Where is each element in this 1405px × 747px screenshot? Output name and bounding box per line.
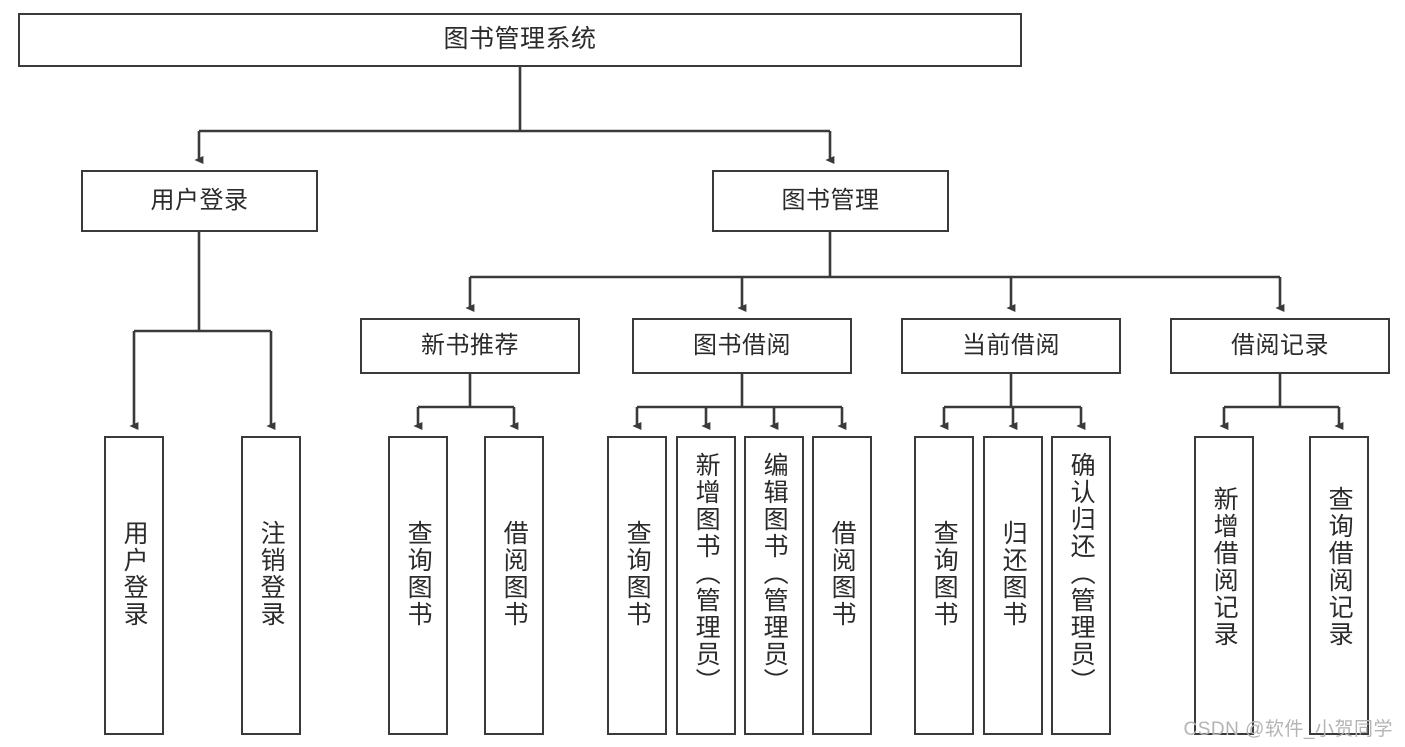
node-book-borrow[interactable]: 图书借阅 [632,318,852,374]
node-root[interactable]: 图书管理系统 [18,13,1022,67]
node-leaf-query-book-1[interactable]: 查询图书 [388,436,448,735]
node-leaf-return-book-label: 归还图书 [999,520,1028,628]
node-current-borrow[interactable]: 当前借阅 [901,318,1121,374]
node-leaf-query-book-3[interactable]: 查询图书 [914,436,974,735]
node-leaf-user-login-label: 用户登录 [120,520,149,628]
watermark-text: CSDN @软件_小贺同学 [1183,719,1393,740]
node-leaf-query-book-2-label: 查询图书 [623,520,652,628]
node-leaf-edit-book-label: 编辑图书（管理员） [760,452,789,695]
node-leaf-user-logout-label: 注销登录 [257,520,286,628]
node-leaf-query-book-1-label: 查询图书 [404,520,433,628]
node-leaf-borrow-book-2-label: 借阅图书 [828,520,857,628]
node-leaf-query-book-2[interactable]: 查询图书 [607,436,667,735]
node-leaf-add-borrow-record-label: 新增借阅记录 [1210,486,1239,648]
node-leaf-user-login[interactable]: 用户登录 [104,436,164,735]
node-book-borrow-label: 图书借阅 [693,331,791,359]
node-leaf-query-borrow-record-label: 查询借阅记录 [1325,486,1354,648]
node-current-borrow-label: 当前借阅 [962,331,1060,359]
node-borrow-record[interactable]: 借阅记录 [1170,318,1390,374]
node-root-label: 图书管理系统 [443,25,597,54]
node-leaf-confirm-return[interactable]: 确认归还（管理员） [1051,436,1111,735]
node-leaf-add-book[interactable]: 新增图书（管理员） [676,436,736,735]
node-leaf-return-book[interactable]: 归还图书 [983,436,1043,735]
node-leaf-edit-book[interactable]: 编辑图书（管理员） [744,436,804,735]
node-book-manage[interactable]: 图书管理 [712,170,949,232]
node-leaf-add-book-label: 新增图书（管理员） [692,452,721,695]
node-leaf-query-book-3-label: 查询图书 [930,520,959,628]
node-book-manage-label: 图书管理 [781,186,880,214]
node-leaf-confirm-return-label: 确认归还（管理员） [1067,452,1096,695]
node-user-login-label: 用户登录 [150,186,249,214]
node-new-book-recommend-label: 新书推荐 [421,331,519,359]
node-leaf-borrow-book-1[interactable]: 借阅图书 [484,436,544,735]
node-user-login[interactable]: 用户登录 [81,170,318,232]
node-leaf-borrow-book-2[interactable]: 借阅图书 [812,436,872,735]
node-leaf-add-borrow-record[interactable]: 新增借阅记录 [1194,436,1254,735]
node-new-book-recommend[interactable]: 新书推荐 [360,318,580,374]
node-leaf-borrow-book-1-label: 借阅图书 [500,520,529,628]
node-leaf-user-logout[interactable]: 注销登录 [241,436,301,735]
node-leaf-query-borrow-record[interactable]: 查询借阅记录 [1309,436,1369,735]
node-borrow-record-label: 借阅记录 [1231,331,1329,359]
